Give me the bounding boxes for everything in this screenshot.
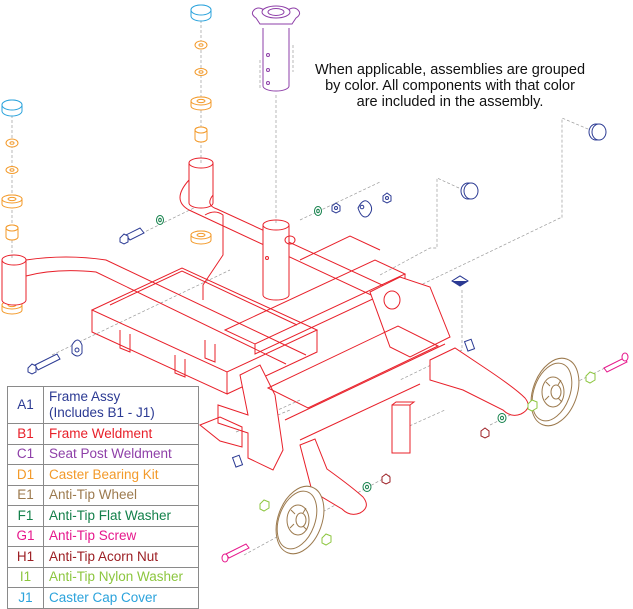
legend-code: F1 <box>7 505 44 527</box>
legend-code: G1 <box>7 525 44 547</box>
note-line-2: by color. All components with that color <box>325 78 575 94</box>
legend-description: Anti-Tip Acorn Nut <box>43 546 199 568</box>
legend-description: Seat Post Weldment <box>43 443 199 465</box>
legend-row-d1: D1 Caster Bearing Kit <box>7 464 199 486</box>
end-cap-top-right <box>588 123 607 141</box>
legend-code: B1 <box>7 423 44 445</box>
anti-tip-flat-washers <box>156 206 507 492</box>
assembly-color-note: When applicable, assemblies are grouped … <box>300 62 600 110</box>
legend-description: Frame Weldment <box>43 423 199 445</box>
legend-row-j1: J1 Caster Cap Cover <box>7 587 199 609</box>
tab-washer-upper <box>357 200 373 218</box>
legend-code: A1 <box>7 386 44 424</box>
legend-code: H1 <box>7 546 44 568</box>
legend-description: Anti-Tip Screw <box>43 525 199 547</box>
nut-upper-1 <box>331 202 341 214</box>
seat-post-weldment <box>251 5 301 92</box>
bolt-upper <box>119 227 145 245</box>
legend-row-b1: B1 Frame Weldment <box>7 423 199 445</box>
legend-description: Anti-Tip Nylon Washer <box>43 566 199 588</box>
legend-row-i1: I1 Anti-Tip Nylon Washer <box>7 566 199 588</box>
anti-tip-screws <box>221 352 629 563</box>
legend-description: Anti-Tip Flat Washer <box>43 505 199 527</box>
legend-row-h1: H1 Anti-Tip Acorn Nut <box>7 546 199 568</box>
anti-tip-acorn-nuts <box>381 427 490 485</box>
legend-code: D1 <box>7 464 44 486</box>
legend-description: Anti-Tip Wheel <box>43 484 199 506</box>
legend-row-c1: C1 Seat Post Weldment <box>7 443 199 465</box>
parts-legend-table: A1 Frame Assy (Includes B1 - J1) B1 Fram… <box>7 386 199 609</box>
legend-description: Frame Assy (Includes B1 - J1) <box>43 386 199 424</box>
legend-description: Caster Bearing Kit <box>43 464 199 486</box>
square-cap <box>451 275 469 287</box>
clip-nut-right <box>463 338 476 352</box>
tab-washer-lower <box>71 339 83 357</box>
legend-description-line: Frame Assy <box>49 389 121 404</box>
legend-description: Caster Cap Cover <box>43 587 199 609</box>
hardware-assembly <box>27 123 607 468</box>
legend-code: E1 <box>7 484 44 506</box>
caster-cap-cover-right <box>190 4 212 22</box>
nut-upper-2 <box>382 192 392 204</box>
legend-code: I1 <box>7 566 44 588</box>
bolt-lower <box>27 353 61 375</box>
legend-code: J1 <box>7 587 44 609</box>
legend-row-f1: F1 Anti-Tip Flat Washer <box>7 505 199 527</box>
legend-row-e1: E1 Anti-Tip Wheel <box>7 484 199 506</box>
end-cap-upper <box>460 182 479 200</box>
caster-cap-cover-left <box>1 99 23 117</box>
anti-tip-wheel-left <box>275 485 325 555</box>
clip-nut-left <box>231 454 244 468</box>
note-line-3: are included in the assembly. <box>356 94 544 110</box>
legend-row-a1: A1 Frame Assy (Includes B1 - J1) <box>7 386 199 424</box>
anti-tip-nylon-washers <box>259 371 596 546</box>
caster-bearing-kit-right <box>190 40 212 245</box>
note-line-1: When applicable, assemblies are grouped <box>314 62 586 78</box>
exploded-frame-diagram <box>1 4 629 563</box>
legend-row-g1: G1 Anti-Tip Screw <box>7 525 199 547</box>
legend-code: C1 <box>7 443 44 465</box>
frame-weldment <box>1 157 529 515</box>
legend-description-line: (Includes B1 - J1) <box>49 405 155 420</box>
anti-tip-wheel-right <box>530 357 580 427</box>
